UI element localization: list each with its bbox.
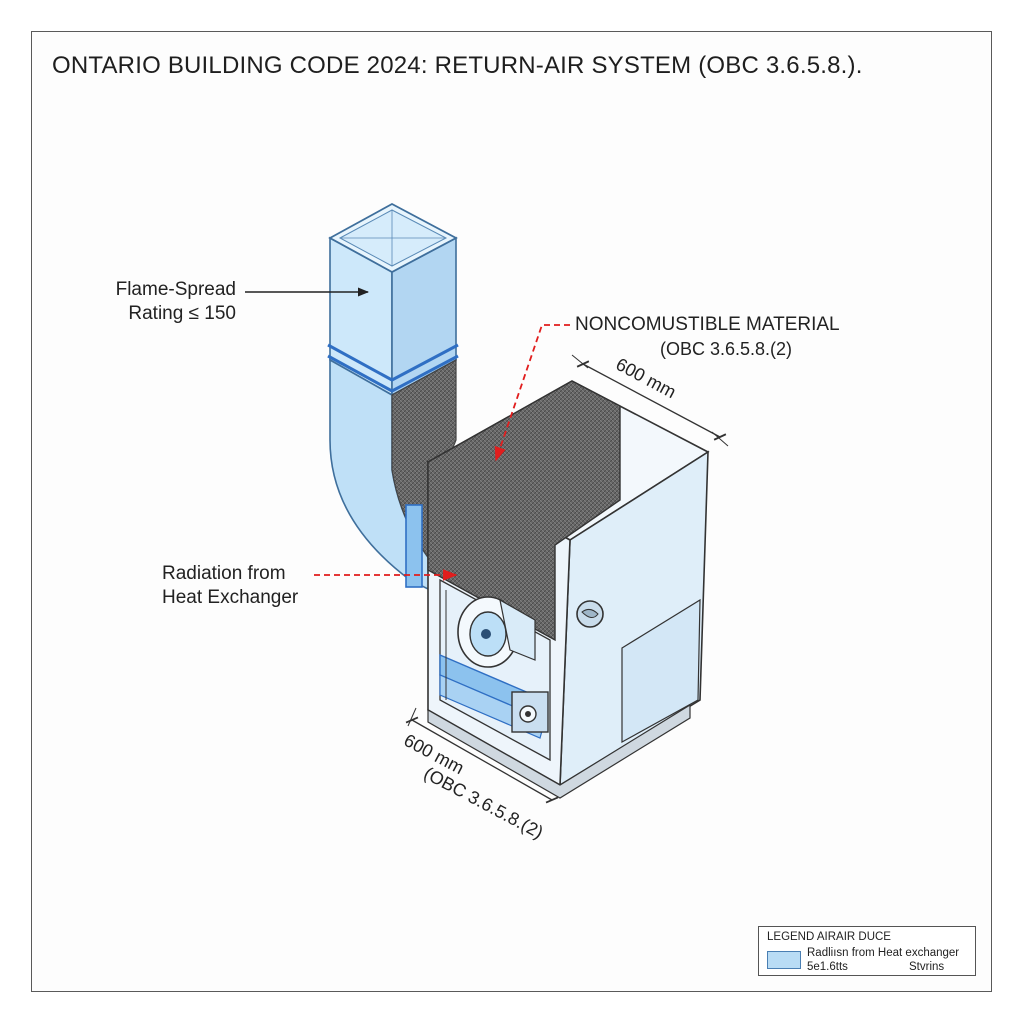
flame-spread-line2: Rating ≤ 150 bbox=[128, 303, 236, 324]
legend-item-1: Radliısn from Heat exchanger bbox=[807, 947, 960, 959]
radiation-line2: Heat Exchanger bbox=[162, 587, 299, 608]
legend-duct-swatch bbox=[767, 951, 801, 969]
duct-elbow bbox=[327, 343, 459, 592]
flame-spread-line1: Flame-Spread bbox=[115, 279, 236, 300]
legend-item-3: Stvrins bbox=[909, 961, 945, 973]
dimension-bottom bbox=[405, 707, 559, 804]
radiation-line1: Radiation from bbox=[162, 563, 286, 584]
legend-box: LEGEND AIRAIR DUCE Radliısn from Heat ex… bbox=[758, 926, 976, 976]
legend-item-2: 5e1.6tts bbox=[807, 961, 848, 973]
radiation-label: Radiation from Heat Exchanger bbox=[162, 562, 298, 610]
noncombustible-label-2: (OBC 3.6.5.8.(2) bbox=[660, 339, 793, 359]
noncombustible-leader bbox=[494, 324, 570, 462]
legend-title: LEGEND AIRAIR DUCE bbox=[767, 931, 891, 943]
dimension-top bbox=[571, 354, 729, 447]
page-title: ONTARIO BUILDING CODE 2024: RETURN-AIR S… bbox=[52, 52, 863, 79]
noncombustible-label-1: NONCOMUSTIBLE MATERIAL bbox=[575, 314, 840, 335]
flame-spread-label: Flame-Spread Rating ≤ 150 bbox=[106, 278, 236, 326]
blower-assembly bbox=[439, 578, 551, 762]
